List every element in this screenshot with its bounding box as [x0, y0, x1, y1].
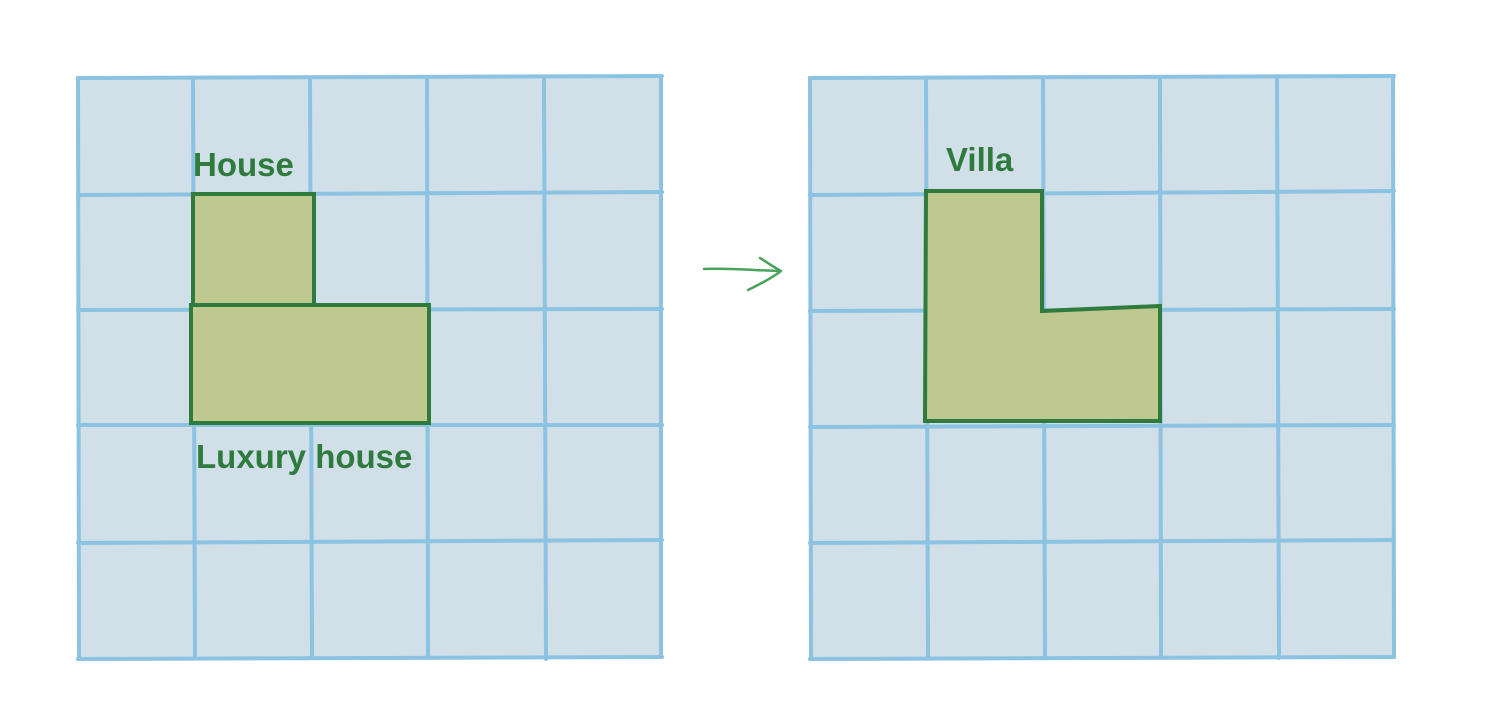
arrow-stroke: [702, 267, 781, 273]
grid-line: [76, 190, 664, 197]
grid-before: House Luxury house: [76, 74, 664, 661]
house-label: House: [193, 146, 294, 183]
villa-label: Villa: [946, 141, 1014, 178]
grid-after: Villa: [808, 74, 1396, 661]
grid-line: [808, 76, 813, 661]
grid-line: [808, 74, 1396, 80]
arrow-right-icon: [702, 256, 783, 292]
grid-after-lines: [808, 74, 1396, 661]
grid-line: [808, 655, 1396, 661]
grid-line: [1391, 75, 1396, 659]
grid-line: [808, 423, 1396, 429]
grid-line: [76, 76, 81, 661]
grid-line: [76, 655, 664, 661]
grid-line: [1275, 76, 1281, 660]
grid-line: [76, 74, 664, 80]
grid-line: [76, 538, 664, 545]
house-plot: [191, 192, 316, 307]
luxury-house-label: Luxury house: [196, 438, 412, 475]
grid-line: [808, 538, 1396, 545]
grid-line: [542, 76, 548, 661]
villa-plot: [922, 189, 1162, 423]
arrow-stroke: [746, 256, 783, 292]
grid-line: [808, 189, 1396, 197]
luxury-house-plot: [189, 303, 431, 425]
